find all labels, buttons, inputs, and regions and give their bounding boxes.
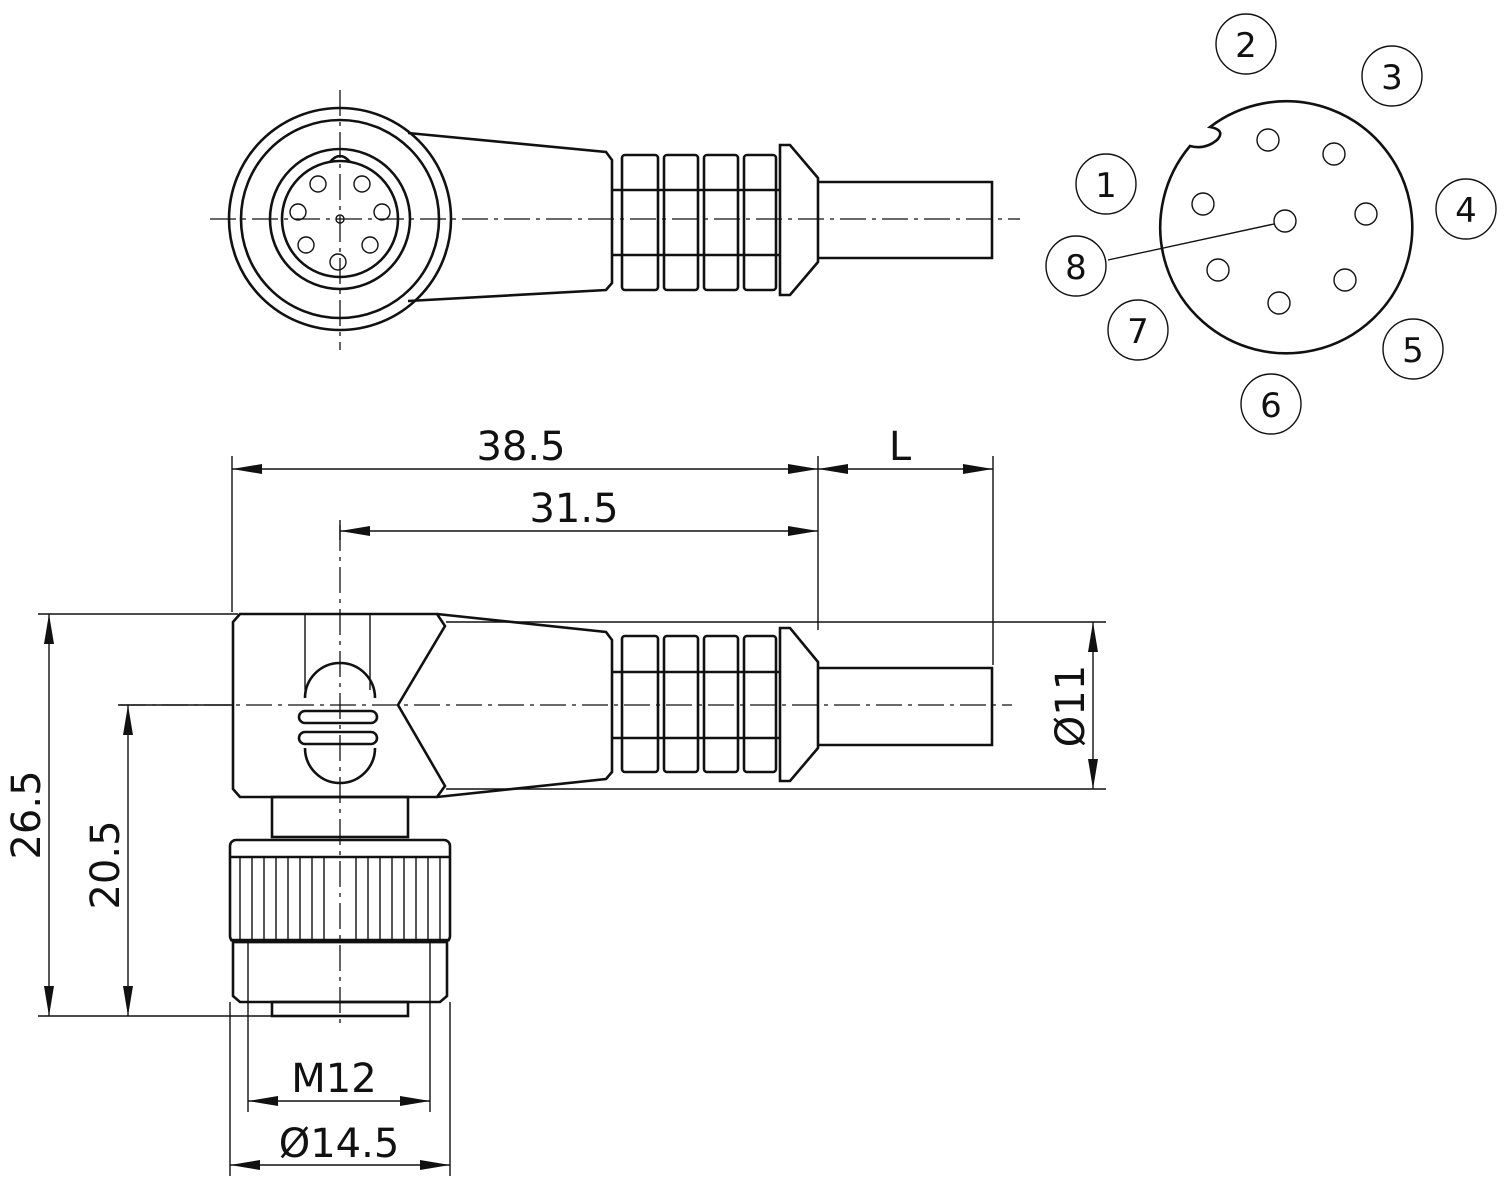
dimension-lines [38, 456, 1106, 1176]
dim-thread: M12 [291, 1056, 376, 1102]
svg-text:2: 2 [1235, 26, 1257, 66]
dim-height-total: 26.5 [4, 770, 50, 859]
svg-text:6: 6 [1260, 386, 1282, 426]
svg-text:7: 7 [1127, 312, 1149, 352]
knurl-lines [239, 857, 441, 940]
dim-length-center: 31.5 [529, 486, 618, 532]
dim-diameter-cable: Ø11 [1048, 665, 1094, 747]
connector-top-view [210, 90, 1020, 350]
svg-text:8: 8 [1065, 248, 1087, 288]
dim-cable-length: L [889, 424, 912, 470]
pin-label-4: 4 [1435, 178, 1497, 240]
connector-side-view [120, 525, 1012, 1025]
pinout-diagram: 1 2 3 4 5 6 7 8 [1045, 13, 1497, 435]
pin-label-2: 2 [1215, 13, 1277, 75]
pin-label-5: 5 [1382, 318, 1444, 380]
pin-label-7: 7 [1107, 299, 1169, 361]
dim-height-axis: 20.5 [83, 820, 129, 909]
svg-text:3: 3 [1381, 58, 1403, 98]
pin-label-8: 8 [1045, 235, 1107, 297]
pin-label-1: 1 [1075, 153, 1137, 215]
dim-diameter-nut: Ø14.5 [279, 1121, 400, 1167]
svg-text:5: 5 [1402, 331, 1424, 371]
svg-text:4: 4 [1455, 191, 1477, 231]
dim-length-total: 38.5 [476, 424, 565, 470]
pin-label-6: 6 [1240, 373, 1302, 435]
svg-text:1: 1 [1095, 166, 1117, 206]
pin-label-3: 3 [1361, 45, 1423, 107]
